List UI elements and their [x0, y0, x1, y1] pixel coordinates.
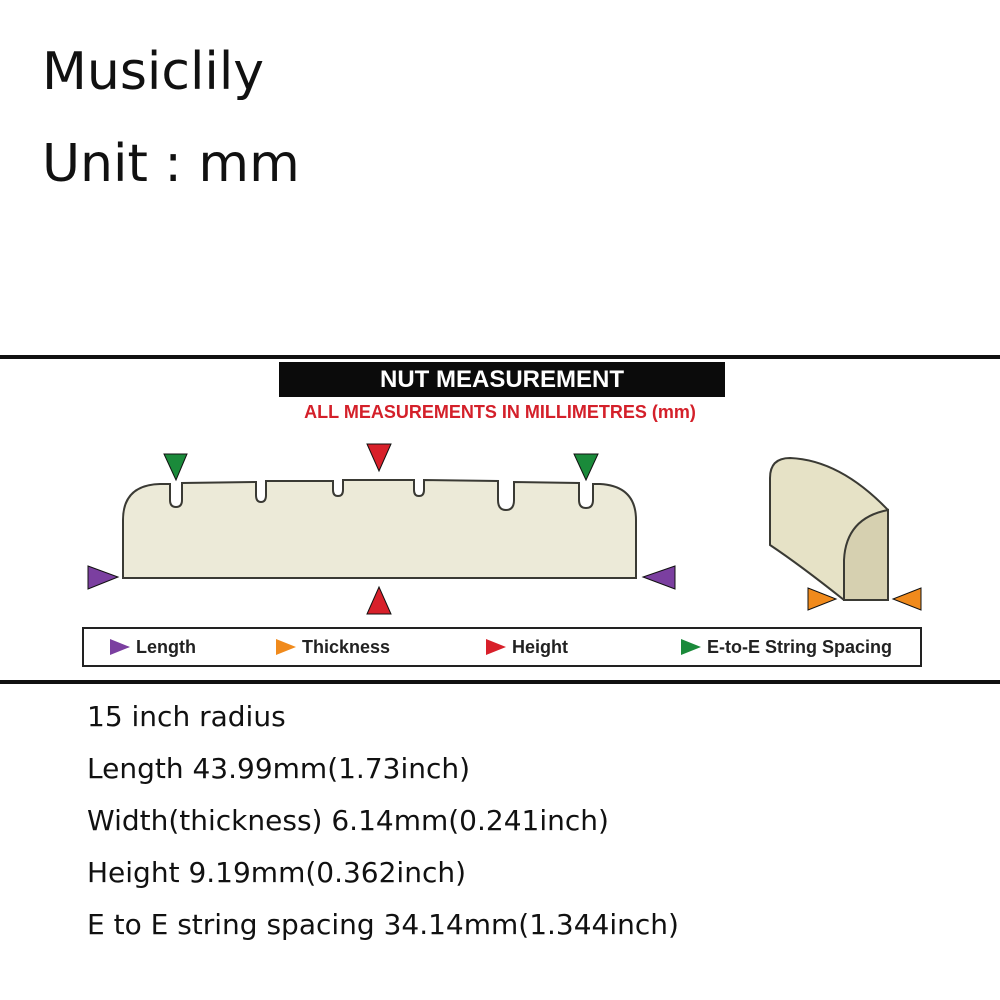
height-marker-top: [366, 443, 392, 473]
height-marker-bottom: [366, 585, 392, 615]
legend-item-thickness: Thickness: [276, 629, 390, 665]
thickness-triangle-icon: [276, 639, 296, 655]
thickness-marker-right: [891, 587, 922, 611]
top-divider: [0, 355, 1000, 359]
legend-item-length: Length: [110, 629, 196, 665]
length-marker-right: [641, 565, 676, 590]
spacing-marker-left: [163, 453, 188, 482]
nut-side-face: [843, 508, 889, 601]
spacing-marker-right: [573, 453, 599, 482]
spacing-triangle-icon: [681, 639, 701, 655]
legend-label: Thickness: [302, 636, 391, 657]
length-marker-left: [87, 565, 120, 590]
bottom-divider: [0, 680, 1000, 684]
spec-thickness: Width(thickness) 6.14mm(0.241inch): [87, 804, 609, 837]
diagram-title: NUT MEASUREMENT: [279, 362, 725, 397]
length-triangle-icon: [110, 639, 130, 655]
legend: Length Thickness Height E-to-E String Sp…: [82, 627, 922, 667]
brand-name: Musiclily: [42, 42, 265, 102]
spec-list: 15 inch radius Length 43.99mm(1.73inch) …: [87, 697, 679, 957]
diagram-subtitle: ALL MEASUREMENTS IN MILLIMETRES (mm): [304, 402, 696, 422]
thickness-marker-left: [807, 587, 838, 611]
spec-string-spacing: E to E string spacing 34.14mm(1.344inch): [87, 908, 679, 941]
legend-label: Length: [136, 636, 196, 657]
nut-front-body: [122, 478, 637, 579]
unit-label: Unit : mm: [42, 134, 300, 194]
spec-radius: 15 inch radius: [87, 700, 286, 733]
legend-label: Height: [512, 636, 568, 657]
nut-diagram: [87, 443, 922, 615]
spec-height: Height 9.19mm(0.362inch): [87, 856, 467, 889]
legend-item-spacing: E-to-E String Spacing: [681, 629, 892, 665]
spec-length: Length 43.99mm(1.73inch): [87, 752, 471, 785]
legend-label: E-to-E String Spacing: [707, 636, 893, 657]
height-triangle-icon: [486, 639, 506, 655]
legend-item-height: Height: [486, 629, 568, 665]
